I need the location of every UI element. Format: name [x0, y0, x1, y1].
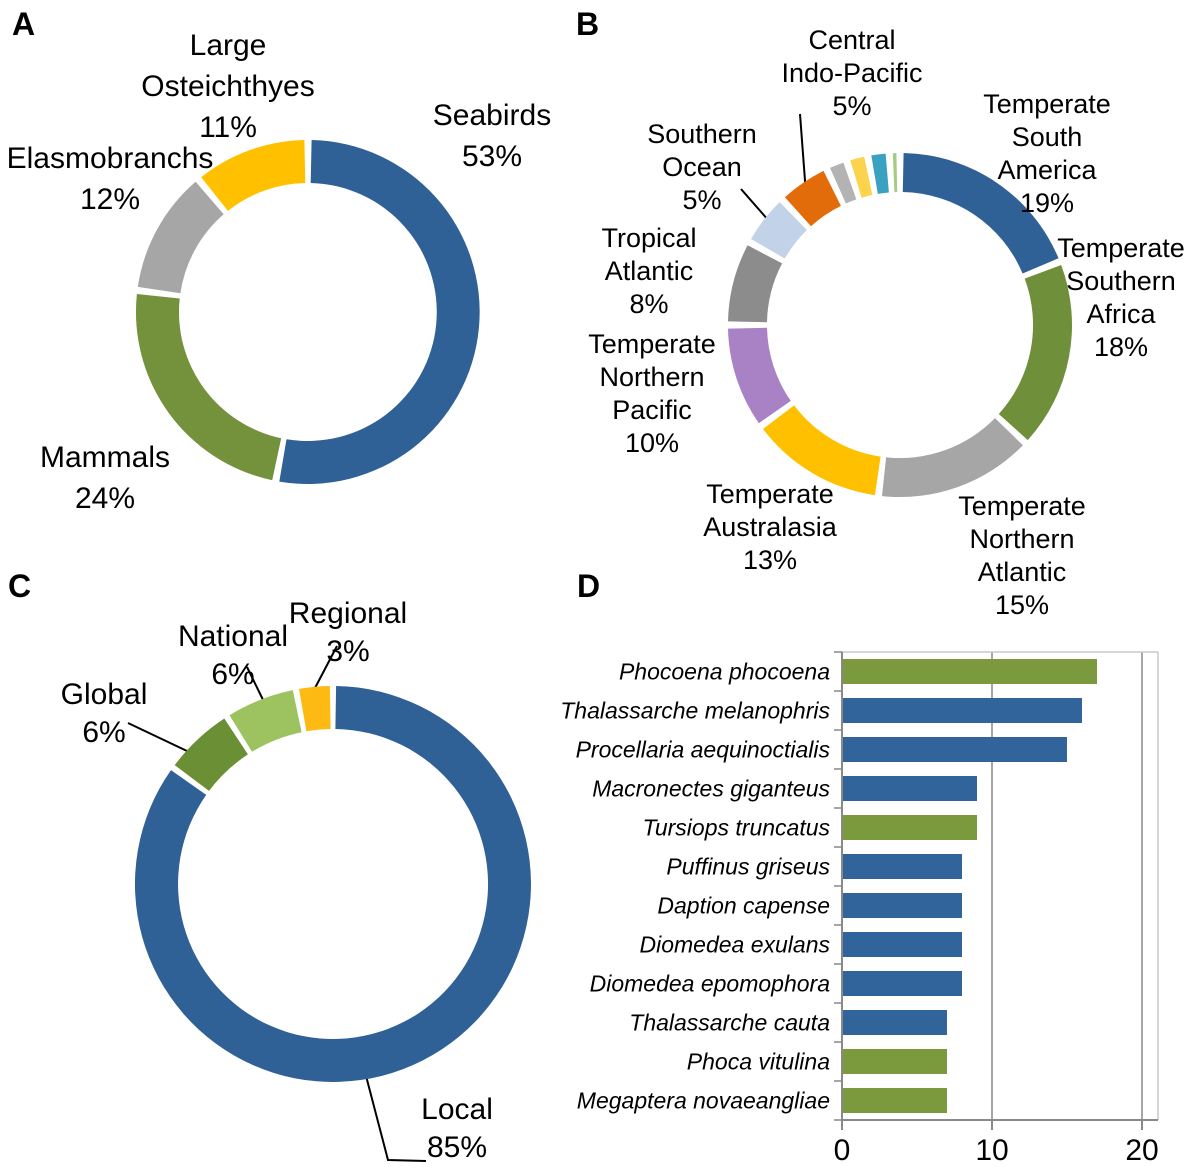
annotation-temperate-southern-africa: Temperate Southern Africa 18%	[1057, 233, 1185, 362]
bar-megaptera-novaeangliae	[843, 1088, 947, 1113]
annotation-temperate-south-america: Temperate South America 19%	[983, 89, 1111, 218]
leader-line-local	[364, 1071, 427, 1162]
bar-label-macronectes-giganteus: Macronectes giganteus	[592, 776, 830, 802]
donut-b-slice-southern-ocean	[751, 202, 807, 259]
bar-tursiops-truncatus	[843, 815, 977, 840]
bar-label-procellaria-aequinoctialis: Procellaria aequinoctialis	[576, 737, 831, 763]
annotation-large-osteichthyes: Large Osteichthyes 11%	[141, 29, 315, 144]
donut-a-slice-seabirds	[279, 140, 480, 484]
panel-letter-b: B	[576, 6, 600, 42]
bar-thalassarche-cauta	[843, 1010, 947, 1035]
annotation-global: Global 6%	[60, 678, 148, 749]
bar-label-daption-capense: Daption capense	[657, 893, 830, 919]
bar-label-puffinus-griseus: Puffinus griseus	[666, 854, 830, 880]
donut-b-slice-temperate-northern-pacific	[728, 327, 791, 424]
bar-thalassarche-melanophris	[843, 698, 1082, 723]
bar-diomedea-exulans	[843, 932, 962, 957]
panel-letter-a: A	[12, 6, 36, 42]
panel-letter-c: C	[8, 568, 32, 604]
donut-b-slice-tropical-atlantic	[728, 245, 783, 323]
donut-a-slice-large-osteichthyes	[201, 140, 306, 211]
bar-daption-capense	[843, 893, 962, 918]
bar-diomedea-epomophora	[843, 971, 962, 996]
donut-b-slice-temperate-australasia	[763, 405, 881, 496]
donut-c-slice-regional	[299, 686, 331, 732]
donut-b-slice-minor	[871, 153, 889, 194]
annotation-regional: Regional 3%	[288, 597, 408, 668]
annotation-elasmobranchs: Elasmobranchs 12%	[6, 142, 214, 216]
donut-chart-a	[135, 140, 480, 484]
donut-b-slice-minor	[850, 156, 873, 198]
donut-b-slice-temperate-northern-atlantic	[882, 418, 1023, 498]
bar-label-phocoena-phocoena: Phocoena phocoena	[619, 659, 830, 685]
annotation-local: Local 85%	[421, 1093, 493, 1164]
bar-label-phoca-vitulina: Phoca vitulina	[687, 1049, 830, 1075]
annotation-southern-ocean: Southern Ocean 5%	[647, 119, 757, 215]
donut-a-slice-mammals	[135, 294, 282, 481]
x-tick-label-0: 0	[834, 1134, 851, 1167]
donut-chart-c	[134, 686, 531, 1082]
bar-phoca-vitulina	[843, 1049, 947, 1074]
annotation-temperate-australasia: Temperate Australasia 13%	[703, 479, 837, 575]
annotation-national: National 6%	[177, 620, 289, 691]
donut-b-slice-temperate-southern-africa	[998, 265, 1072, 441]
annotation-mammals: Mammals 24%	[39, 441, 171, 515]
donut-b-slice-temperate-south-america	[902, 153, 1059, 274]
panel-letter-d: D	[577, 568, 601, 604]
bar-macronectes-giganteus	[843, 776, 977, 801]
x-tick-label-20: 20	[1125, 1134, 1158, 1167]
donut-b-slice-minor	[830, 162, 857, 204]
bar-phocoena-phocoena	[843, 659, 1097, 684]
bar-procellaria-aequinoctialis	[843, 737, 1067, 762]
donut-a-slice-elasmobranchs	[137, 181, 224, 294]
donut-chart-b	[728, 153, 1072, 498]
annotation-tropical-atlantic: Tropical Atlantic 8%	[601, 223, 697, 319]
bar-label-thalassarche-melanophris: Thalassarche melanophris	[560, 698, 830, 724]
donut-b-slice-central-indo-pacific	[784, 170, 841, 227]
annotation-temperate-northern-atlantic: Temperate Northern Atlantic 15%	[958, 491, 1086, 620]
bar-label-megaptera-novaeangliae: Megaptera novaeangliae	[577, 1088, 830, 1114]
annotation-central-indo-pacific: Central Indo-Pacific 5%	[781, 25, 923, 121]
bar-puffinus-griseus	[843, 854, 962, 879]
bar-label-tursiops-truncatus: Tursiops truncatus	[643, 815, 831, 841]
donut-c-slice-global	[174, 718, 248, 791]
donut-b-slice-minor	[892, 153, 898, 193]
bar-label-thalassarche-cauta: Thalassarche cauta	[629, 1010, 830, 1036]
leader-line-regional	[314, 645, 338, 689]
leader-line-central-indo-pacific	[799, 113, 807, 195]
bar-label-diomedea-epomophora: Diomedea epomophora	[590, 971, 830, 997]
x-tick-label-10: 10	[975, 1134, 1008, 1167]
leader-line-southern-ocean	[740, 188, 770, 222]
bar-label-diomedea-exulans: Diomedea exulans	[639, 932, 830, 958]
annotation-seabirds: Seabirds 53%	[432, 99, 552, 173]
annotation-temperate-northern-pacific: Temperate Northern Pacific 10%	[588, 329, 716, 458]
donut-c-slice-national	[229, 690, 302, 752]
